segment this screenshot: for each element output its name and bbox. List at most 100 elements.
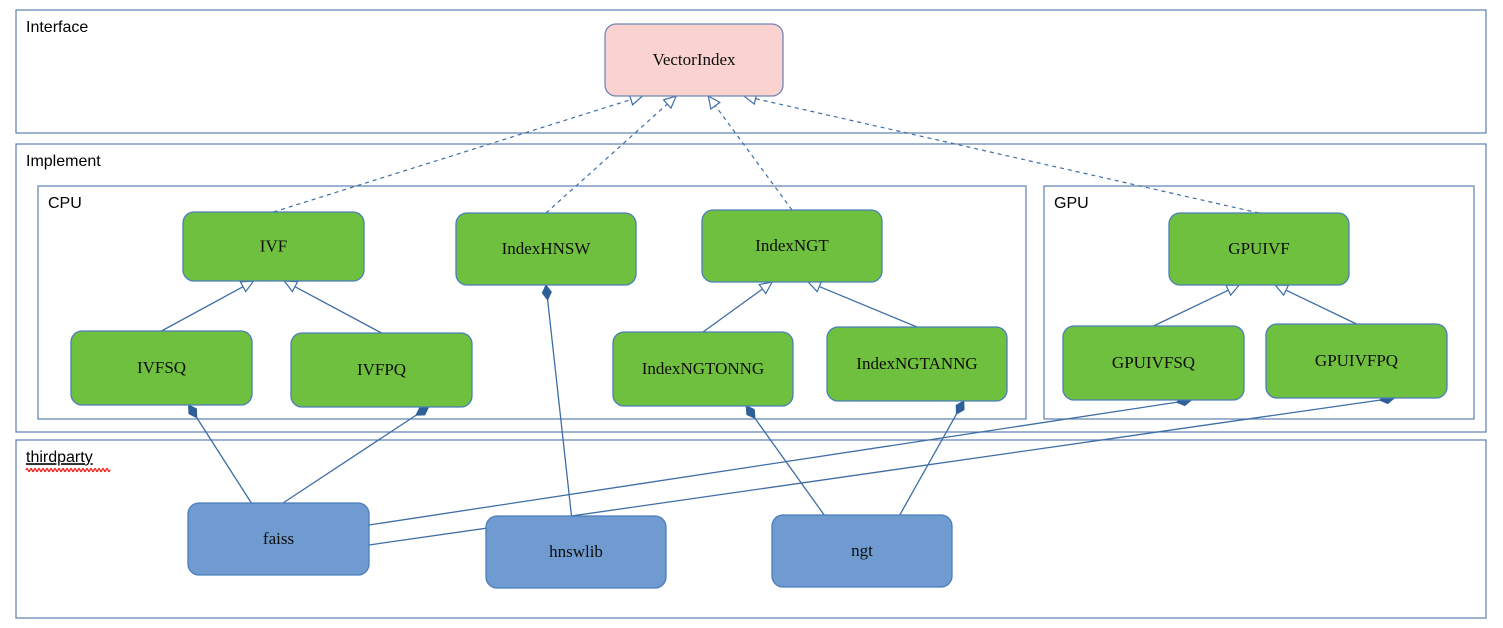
class-node-box[interactable]: [485, 515, 667, 589]
class-node-box[interactable]: [1062, 325, 1245, 401]
composition-diamond-icon: [745, 405, 756, 419]
edge-line: [1285, 289, 1357, 325]
class-node-hnswlib[interactable]: hnswlib: [485, 515, 667, 589]
class-node-label: IndexNGT: [755, 236, 829, 255]
generalization-arrowhead-icon: [806, 280, 823, 293]
generalization-arrowhead-icon: [758, 281, 774, 295]
class-node-indexngtonng[interactable]: IndexNGTONNG: [612, 331, 794, 407]
class-node-label: GPUIVFPQ: [1315, 351, 1398, 370]
class-node-label: GPUIVF: [1228, 239, 1289, 258]
package-interface: Interface: [15, 9, 1487, 134]
edge-indexngt-to-vectorindex: [707, 94, 793, 211]
class-node-box[interactable]: [604, 23, 784, 97]
class-node-label: hnswlib: [549, 542, 603, 561]
class-node-box[interactable]: [771, 514, 953, 588]
package-cpu: CPU: [37, 185, 1027, 420]
edge-line: [273, 99, 632, 213]
edge-line: [755, 98, 1260, 214]
class-node-gpuivfpq[interactable]: GPUIVFPQ: [1265, 323, 1448, 399]
edge-faiss-to-ivfsq: [188, 404, 252, 504]
edges-layer: [161, 92, 1396, 546]
class-node-ivf[interactable]: IVF: [182, 211, 365, 282]
class-node-label: IVF: [260, 236, 287, 255]
edge-line: [368, 401, 1177, 526]
class-node-label: IVFSQ: [137, 358, 186, 377]
edge-ivfsq-to-ivf: [161, 280, 255, 332]
edge-gpuivfpq-to-gpuivf: [1273, 284, 1357, 325]
class-node-label: IndexHNSW: [502, 239, 592, 258]
generalization-arrowhead-icon: [283, 280, 299, 293]
class-node-box[interactable]: [187, 502, 370, 576]
class-node-label: IndexNGTONNG: [642, 359, 764, 378]
realization-arrowhead-icon: [707, 94, 721, 110]
class-node-ivfsq[interactable]: IVFSQ: [70, 330, 253, 406]
package-border-implement: [15, 143, 1487, 433]
class-node-box[interactable]: [1265, 323, 1448, 399]
class-node-label: ngt: [851, 541, 873, 560]
edge-line: [546, 299, 573, 517]
edge-ngt-to-indexngtanng: [899, 400, 965, 516]
generalization-arrowhead-icon: [1225, 284, 1241, 297]
package-border-interface: [15, 9, 1487, 134]
edge-indexngtonng-to-indexngt: [702, 281, 774, 333]
class-node-indexhnsw[interactable]: IndexHNSW: [455, 212, 637, 286]
class-node-box[interactable]: [1168, 212, 1350, 286]
composition-diamond-icon: [955, 400, 965, 415]
class-node-label: GPUIVFSQ: [1112, 353, 1195, 372]
class-node-box[interactable]: [290, 332, 473, 408]
composition-diamond-icon: [188, 404, 198, 419]
class-node-faiss[interactable]: faiss: [187, 502, 370, 576]
package-label-cpu: CPU: [48, 195, 82, 212]
class-node-indexngt[interactable]: IndexNGT: [701, 209, 883, 283]
edge-hnswlib-to-indexhnsw: [541, 284, 573, 517]
package-gpu: GPU: [1043, 185, 1475, 420]
edge-line: [1153, 289, 1229, 327]
generalization-arrowhead-icon: [239, 280, 255, 293]
class-node-ngt[interactable]: ngt: [771, 514, 953, 588]
class-node-label: VectorIndex: [652, 50, 736, 69]
class-node-box[interactable]: [701, 209, 883, 283]
package-implement: Implement: [15, 143, 1487, 433]
edge-line: [899, 413, 958, 516]
realization-arrowhead-icon: [662, 95, 678, 110]
edge-line: [545, 103, 668, 214]
edge-faiss-to-ivfpq: [282, 406, 430, 504]
edge-ivfpq-to-ivf: [283, 280, 382, 334]
class-node-gpuivfsq[interactable]: GPUIVFSQ: [1062, 325, 1245, 401]
edge-line: [819, 285, 918, 328]
class-node-gpuivf[interactable]: GPUIVF: [1168, 212, 1350, 286]
edge-indexngtanng-to-indexngt: [806, 280, 918, 328]
class-node-vectorindex[interactable]: VectorIndex: [604, 23, 784, 97]
class-node-box[interactable]: [455, 212, 637, 286]
class-node-ivfpq[interactable]: IVFPQ: [290, 332, 473, 408]
composition-diamond-icon: [415, 406, 430, 416]
package-border-cpu: [37, 185, 1027, 420]
edge-ngt-to-indexngtonng: [745, 405, 825, 516]
edge-line: [754, 417, 825, 516]
class-node-indexngtanng[interactable]: IndexNGTANNG: [826, 326, 1008, 402]
edge-line: [161, 286, 244, 332]
edge-ivf-to-vectorindex: [273, 93, 644, 213]
edge-line: [714, 105, 793, 211]
package-border-gpu: [1043, 185, 1475, 420]
edge-faiss-to-gpuivfsq: [368, 396, 1193, 526]
class-node-label: IndexNGTANNG: [856, 354, 977, 373]
package-border-thirdparty: [15, 439, 1487, 619]
edge-line: [702, 288, 763, 333]
composition-diamond-icon: [541, 284, 552, 301]
edge-line: [282, 414, 417, 504]
class-node-box[interactable]: [826, 326, 1008, 402]
class-node-box[interactable]: [70, 330, 253, 406]
package-label-gpu: GPU: [1054, 195, 1089, 212]
package-thirdparty: thirdparty: [15, 439, 1487, 619]
spellcheck-squiggle-thirdparty: [25, 467, 111, 473]
class-node-box[interactable]: [182, 211, 365, 282]
edge-line: [294, 286, 382, 334]
generalization-arrowhead-icon: [1273, 284, 1290, 297]
class-node-label: IVFPQ: [357, 360, 406, 379]
class-node-box[interactable]: [612, 331, 794, 407]
